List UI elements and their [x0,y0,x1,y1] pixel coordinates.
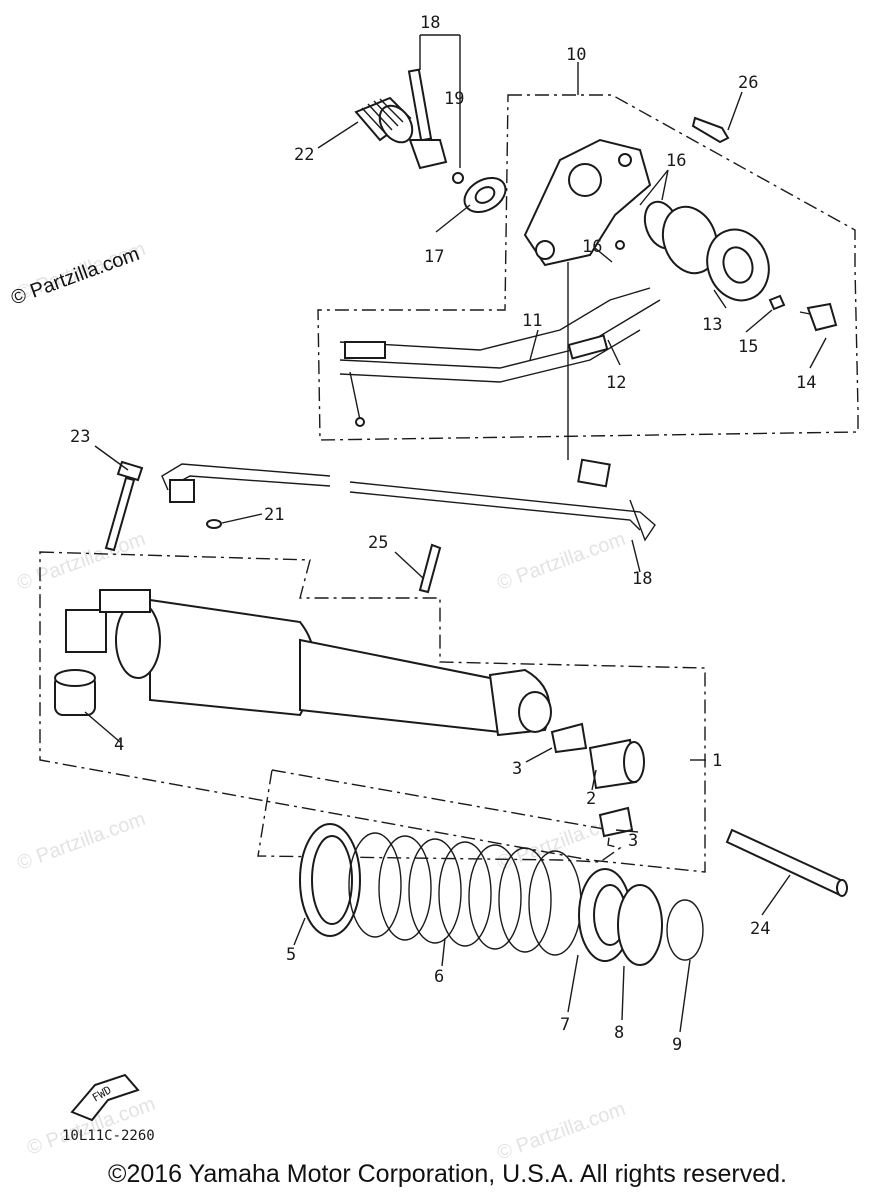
part-5-spring-seat [299,823,361,937]
copyright-footer: ©2016 Yamaha Motor Corporation, U.S.A. A… [108,1160,787,1188]
callout-10: 10 [566,45,586,65]
callout-7: 7 [560,1015,570,1035]
callout-14: 14 [796,373,816,393]
part-11-12-hoses [339,287,661,427]
callout-8: 8 [614,1023,624,1043]
callout-15: 15 [738,337,758,357]
part-15-screw [768,294,786,311]
fwd-arrow-icon: FWD [70,1073,140,1122]
diagram-code: 10L11C-2260 [62,1128,155,1144]
part-13-cap [661,205,770,302]
part-18-hose [161,262,656,542]
callout-20: 19 [444,89,464,109]
callout-6: 6 [434,967,444,987]
callout-19: 18 [420,13,440,33]
rebound-adjuster-assembly [339,68,838,427]
watermark: © Partzilla.com [494,528,628,595]
part-6-spring [348,832,582,956]
part-14-valve [799,302,838,332]
callout-17: 17 [424,247,444,267]
part-21-clip [206,519,222,529]
assembly-outline-10 [317,94,859,441]
callout-9: 9 [672,1035,682,1055]
part-16-o-ring-small [615,240,625,250]
callout-18: 18 [632,569,652,589]
watermark-primary: © Partzilla.com [8,243,142,310]
callout-24: 24 [750,919,770,939]
part-10-housing [523,138,652,267]
callout-16: 16 [666,151,686,171]
callout-13: 13 [702,315,722,335]
callout-1: 1 [712,751,722,771]
part-17-bearing [463,176,507,214]
part-1-shock-absorber [65,589,552,737]
callout-layer: 18 19 22 17 10 26 16 16 13 15 14 11 12 2… [70,13,816,1055]
callout-22: 22 [294,145,314,165]
part-25-pin [418,543,442,594]
callout-3b: 3 [628,831,638,851]
part-26-bolt [691,116,730,144]
part-9-locknut [666,899,704,961]
callout-2: 2 [586,789,596,809]
callout-23: 23 [70,427,90,447]
callout-3a: 3 [512,759,522,779]
part-2-3-bushings [550,722,645,838]
watermark: © Partzilla.com [14,528,148,595]
part-8-adjusting-nut [617,884,663,966]
assembly-outline-1 [39,551,706,873]
leader-lines [84,34,827,1033]
callout-12: 12 [606,373,626,393]
part-19-adjuster [407,68,464,184]
callout-16b: 16 [582,237,602,257]
callout-21: 21 [264,505,284,525]
part-4-bushing [54,669,96,716]
watermark: © Partzilla.com [494,1098,628,1165]
callout-4: 4 [114,735,124,755]
callout-5: 5 [286,945,296,965]
callout-11: 11 [522,311,542,331]
assembly-outlines [39,94,859,873]
watermark: © Partzilla.com [14,808,148,875]
callout-26: 26 [738,73,758,93]
part-22-knob [354,96,414,144]
callout-25: 25 [368,533,388,553]
part-24-bolt [725,828,848,897]
